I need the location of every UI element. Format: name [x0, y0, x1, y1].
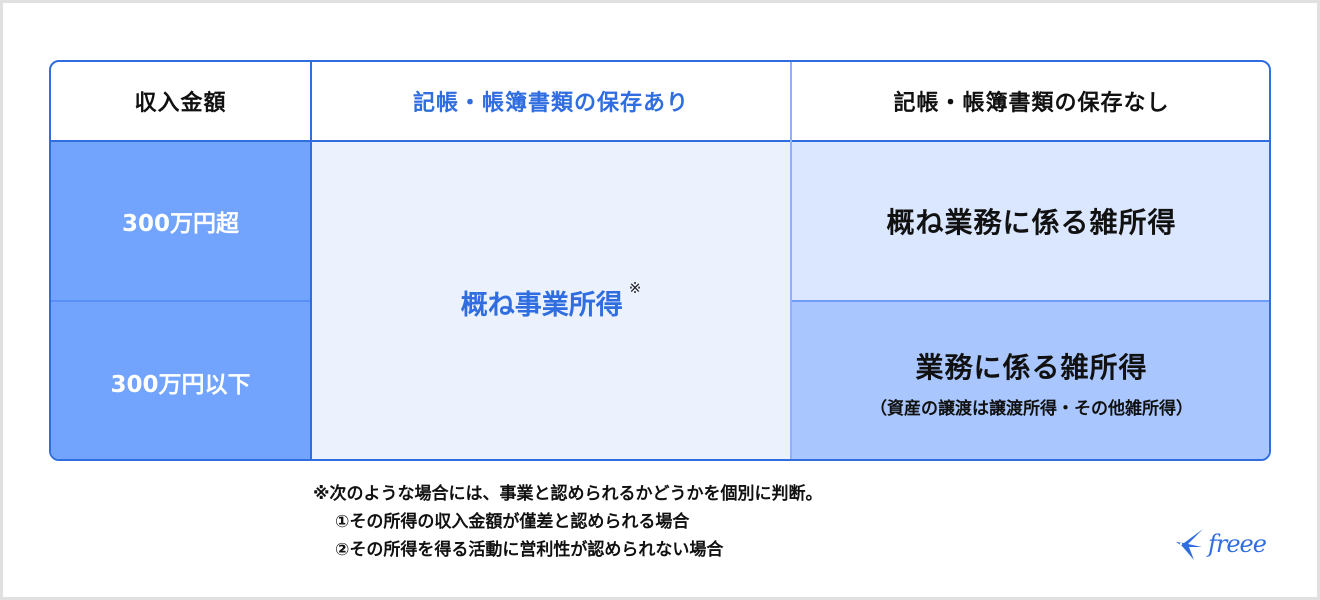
freee-logo: freee [1172, 524, 1292, 564]
column-divider-2 [790, 62, 792, 459]
header-without-records: 記帳・帳簿書類の保存なし [792, 62, 1269, 140]
with-records-result-label: 概ね事業所得 [460, 289, 623, 321]
footnote-line-1: ※次のような場合には、事業と認められるかどうかを個別に判断。 [313, 484, 823, 504]
income-classification-table: 収入金額 記帳・帳簿書類の保存あり 記帳・帳簿書類の保存なし 300万円超 30… [49, 60, 1271, 461]
amount-over-3m-cell: 300万円超 [51, 142, 310, 300]
amount-over-3m-label: 300万円超 [121, 211, 239, 237]
footnote: ※次のような場合には、事業と認められるかどうかを個別に判断。 ①その所得の収入金… [313, 480, 823, 564]
without-records-under-label: 業務に係る雑所得 [915, 350, 1148, 384]
header-income-amount-label: 収入金額 [134, 91, 227, 116]
with-records-result-cell: 概ね事業所得 ※ [312, 142, 790, 459]
amount-under-3m-label: 300万円以下 [110, 372, 251, 398]
row-divider-left [51, 300, 310, 302]
column-divider-1 [310, 62, 312, 459]
header-divider [51, 140, 1269, 142]
header-with-records-label: 記帳・帳簿書類の保存あり [412, 91, 689, 116]
freee-logo-text: freee [1208, 530, 1267, 558]
footnote-line-2: ①その所得の収入金額が僅差と認められる場合 [335, 512, 690, 532]
swallow-bird-icon [1176, 529, 1203, 560]
header-with-records: 記帳・帳簿書類の保存あり [312, 62, 790, 140]
without-records-over-cell: 概ね業務に係る雑所得 [792, 142, 1269, 300]
without-records-under-note: （資産の譲渡は譲渡所得・その他雑所得） [870, 398, 1193, 419]
row-divider-right [792, 300, 1269, 302]
without-records-under-cell: 業務に係る雑所得 （資産の譲渡は譲渡所得・その他雑所得） [792, 302, 1269, 459]
header-without-records-label: 記帳・帳簿書類の保存なし [893, 91, 1170, 116]
header-income-amount: 収入金額 [51, 62, 310, 140]
amount-under-3m-cell: 300万円以下 [51, 302, 310, 459]
footnote-line-3: ②その所得を得る活動に営利性が認められない場合 [335, 540, 724, 560]
without-records-over-label: 概ね業務に係る雑所得 [886, 206, 1177, 239]
footnote-mark: ※ [628, 278, 642, 297]
